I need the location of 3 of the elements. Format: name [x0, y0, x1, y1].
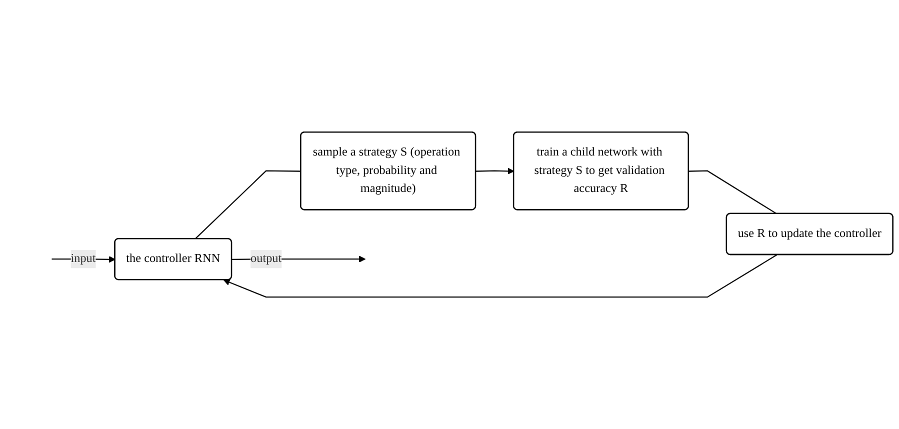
edge-label: output — [250, 252, 282, 266]
arrow — [223, 254, 778, 298]
arrow — [476, 168, 514, 174]
